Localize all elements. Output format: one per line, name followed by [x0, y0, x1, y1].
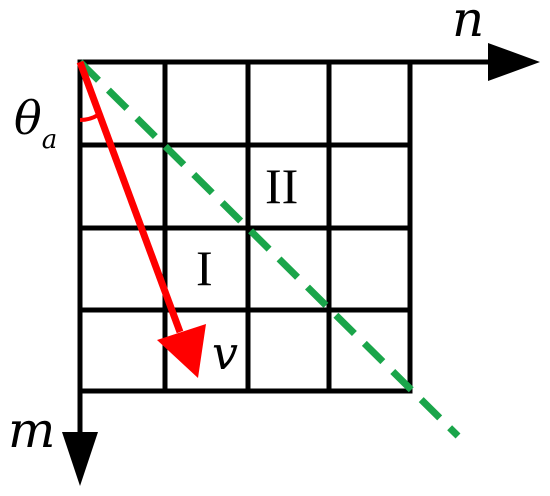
m-axis-arrowhead [62, 432, 98, 486]
m-axis-label: m [8, 401, 55, 459]
velocity-vector-shaft [76, 60, 184, 334]
n-axis-label: n [452, 0, 484, 48]
velocity-vector [76, 60, 206, 378]
dashed-diagonal-line [77, 59, 461, 439]
n-axis [80, 43, 540, 81]
m-axis [62, 62, 98, 486]
angle-subscript: a [42, 125, 58, 155]
vector-label: v [212, 326, 238, 380]
region-label-I: I [196, 240, 213, 296]
region-label-II: II [265, 158, 298, 214]
angle-arc [79, 113, 100, 122]
velocity-vector-arrowhead [157, 324, 206, 378]
grid [77, 59, 413, 394]
angle-label: θa [14, 91, 57, 155]
angle-symbol: θ [14, 91, 42, 145]
n-axis-arrowhead [488, 43, 540, 81]
